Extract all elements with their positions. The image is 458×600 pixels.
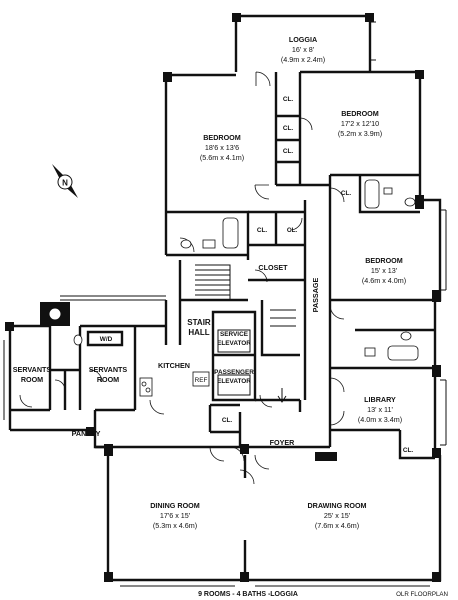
closet-cl-label: CL. [222,417,233,424]
room-library: LIBRARY 13' x 11' (4.0m x 3.4m) [358,395,402,424]
refrigerator [192,371,210,387]
room-name: SERVANTS [13,365,52,374]
wd-label: W/D [100,336,113,343]
room-bedroom-left: BEDROOM 18'6 x 13'6 (5.6m x 4.1m) [200,133,244,162]
service-elevator-label: SERVICE [220,331,249,338]
room-name-line2: ROOM [21,375,43,384]
entry-arrow-icon [277,388,287,403]
floorplan-summary: 9 ROOMS - 4 BATHS -LOGGIA [198,591,298,598]
room-name: BEDROOM [341,109,379,118]
closet-cl-label: CL. [283,96,294,103]
room-dim: 25' x 15' [324,511,351,520]
room-dim-metric: (5.2m x 3.9m) [338,129,382,138]
window-lines [3,21,447,587]
room-name: BEDROOM [203,133,241,142]
stair-hall-label: STAIR [187,318,211,327]
room-dim: 16' x 8' [292,45,315,54]
compass-letter: N [62,179,68,188]
closet-label: CLOSET [258,263,288,272]
room-bedroom-right: BEDROOM 15' x 13' (4.6m x 4.0m) [362,256,406,285]
room-dim-metric: (4.0m x 3.4m) [358,415,402,424]
room-name-line2: ROOM [97,375,119,384]
room-dim-metric: (5.6m x 4.1m) [200,153,244,162]
room-dim: 15' x 13' [371,266,398,275]
bath-fixtures [73,179,419,397]
room-name: DINING ROOM [150,501,200,510]
passenger-elevator-label: PASSENGER [214,369,254,376]
room-name: LOGGIA [289,35,317,44]
room-dim: 17'6 x 15' [160,511,191,520]
door-swings [19,71,345,485]
pantry-label: PANTRY [72,429,101,438]
vent-circle [48,307,62,321]
floorplan-credit: OLR FLOORPLAN [396,591,448,598]
structural-columns [5,13,441,582]
ref-label: REF [195,377,208,384]
exterior-walls [8,14,442,582]
compass-rose-icon: N [52,164,78,198]
room-servants-1: SERVANTS ROOM [13,365,52,384]
room-dim: 17'2 x 12'10 [341,119,379,128]
kitchen-label: KITCHEN [158,361,190,370]
room-dining: DINING ROOM 17'6 x 15' (5.3m x 4.6m) [150,501,200,530]
foyer-label: FOYER [270,438,296,447]
closet-cl-label: CL. [341,190,352,197]
room-name: BEDROOM [365,256,403,265]
room-dim: 13' x 11' [367,405,393,414]
service-elevator-label-line2: ELEVATOR [217,340,251,347]
room-dim-metric: (5.3m x 4.6m) [153,521,197,530]
room-dim-metric: (4.6m x 4.0m) [362,276,406,285]
stair-hall-label-line2: HALL [188,328,209,337]
room-dim-metric: (7.6m x 4.6m) [315,521,359,530]
passenger-elevator-label-line2: ELEVATOR [217,378,251,385]
room-drawing: DRAWING ROOM 25' x 15' (7.6m x 4.6m) [307,501,366,530]
closet-cl-label: CL. [257,227,268,234]
closet-cl-label: CL. [283,125,294,132]
room-name: SERVANTS [89,365,128,374]
room-dim: 18'6 x 13'6 [205,143,239,152]
room-loggia: LOGGIA 16' x 8' (4.9m x 2.4m) [281,35,325,64]
passage-label: PASSAGE [311,277,320,312]
room-bedroom-top-right: BEDROOM 17'2 x 12'10 (5.2m x 3.9m) [338,109,382,138]
closet-cl-label: CL. [287,227,298,234]
closet-cl-label: CL. [283,148,294,155]
room-servants-2: SERVANTS ROOM [89,365,128,384]
room-name: DRAWING ROOM [307,501,366,510]
room-name: LIBRARY [364,395,396,404]
closet-cl-label: CL. [403,447,414,454]
room-dim-metric: (4.9m x 2.4m) [281,55,325,64]
interior-walls [10,72,435,580]
